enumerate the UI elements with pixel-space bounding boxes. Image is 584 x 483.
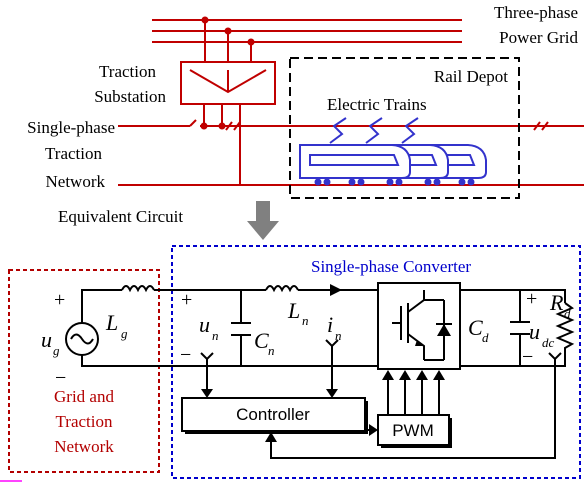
controller-block [181, 397, 366, 432]
rail-depot-label: Rail Depot [434, 67, 508, 86]
cd-symbol: C [468, 315, 483, 340]
grid-network-label-1: Grid and [54, 387, 114, 406]
udc-plus: + [526, 288, 537, 310]
electric-trains-icon [299, 117, 487, 186]
grid-label-1: Three-phase [494, 3, 578, 22]
un-sensor-icon [200, 352, 214, 366]
network-label-2: Traction [45, 144, 102, 163]
rail-depot-box [289, 57, 520, 199]
grid-network-label-2: Traction [56, 412, 113, 431]
udc-minus: − [522, 346, 533, 368]
inductor-ln-icon [265, 285, 299, 293]
grid-label-2: Power Grid [499, 28, 578, 47]
lg-subscript: g [121, 326, 128, 341]
ug-symbol: u [41, 327, 52, 352]
igbt-bridge-icon [377, 282, 461, 370]
equivalent-circuit-label: Equivalent Circuit [58, 207, 183, 226]
sine-wave-icon [70, 333, 94, 345]
current-arrow-icon [330, 284, 342, 296]
ac-source-icon [65, 322, 99, 356]
rd-symbol: R [549, 290, 564, 315]
udc-sensor-icon [548, 352, 562, 366]
ln-symbol: L [287, 298, 300, 323]
network-label-3: Network [46, 172, 106, 191]
un-subscript: n [212, 328, 219, 343]
cn-subscript: n [268, 343, 275, 358]
capacitor-cd-icon [510, 321, 530, 335]
un-symbol: u [199, 312, 210, 337]
converter-box [171, 245, 581, 479]
substation-label-2: Substation [94, 87, 166, 106]
in-subscript: n [335, 328, 342, 343]
pwm-label: PWM [392, 421, 434, 440]
grid-network-label-3: Network [54, 437, 114, 456]
controller-label: Controller [236, 405, 310, 424]
inductor-lg-icon [121, 285, 155, 293]
ug-subscript: g [53, 343, 60, 358]
capacitor-cn-icon [231, 322, 251, 336]
converter-label: Single-phase Converter [311, 257, 471, 276]
ug-plus: + [54, 289, 65, 311]
udc-subscript: dc [542, 335, 555, 350]
network-label-1: Single-phase [27, 118, 115, 137]
control-signals [201, 366, 556, 459]
lg-symbol: L [105, 310, 118, 335]
down-arrow-icon [247, 201, 279, 240]
substation-label-1: Traction [99, 62, 156, 81]
un-minus: − [180, 344, 191, 366]
ln-subscript: n [302, 313, 309, 328]
in-sensor-icon [325, 339, 339, 366]
pwm-block [377, 414, 450, 446]
un-plus: + [181, 289, 192, 311]
cd-subscript: d [482, 330, 489, 345]
udc-symbol: u [529, 319, 540, 344]
three-phase-grid-lines [152, 16, 462, 62]
substation-transformer-icon [180, 61, 276, 185]
in-symbol: i [327, 312, 333, 337]
grid-network-box [8, 269, 160, 473]
rd-subscript: d [564, 306, 571, 321]
resistor-rd-icon [555, 302, 575, 353]
cn-symbol: C [254, 328, 269, 353]
electric-trains-label: Electric Trains [327, 95, 427, 114]
circuit-wires [81, 289, 566, 367]
ug-minus: − [55, 367, 66, 389]
